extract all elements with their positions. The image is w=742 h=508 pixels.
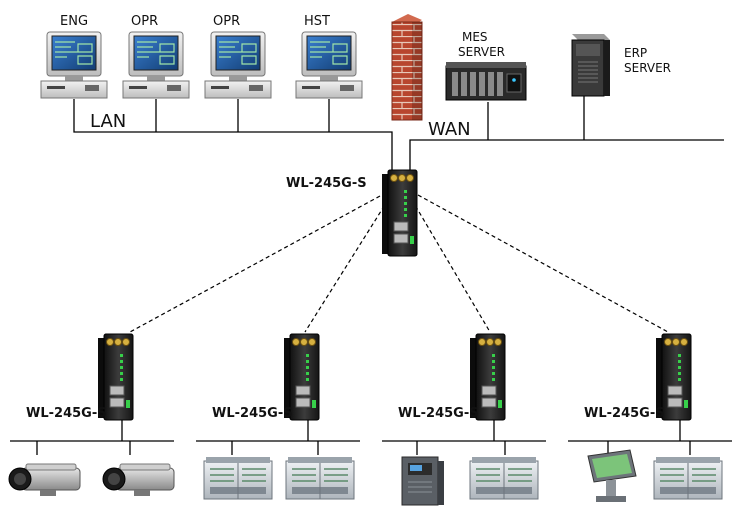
ip-camera-1-icon bbox=[8, 463, 81, 497]
mes-server-icon bbox=[445, 62, 527, 101]
gateway-radio-icon bbox=[381, 169, 418, 257]
wan-bus bbox=[409, 96, 724, 180]
erp-server-icon bbox=[571, 34, 610, 97]
gateway-label: WL-245G-S bbox=[286, 176, 367, 191]
workstation-opr2-label: OPR bbox=[213, 14, 241, 29]
mes-server-label-line2: SERVER bbox=[458, 45, 506, 59]
mes-server-label-line1: MES bbox=[462, 30, 488, 44]
lan-bus bbox=[73, 99, 393, 180]
drive-icon bbox=[401, 456, 444, 506]
erp-server-label-line2: SERVER bbox=[624, 61, 672, 75]
workstation-opr2-icon bbox=[204, 31, 272, 99]
firewall-icon bbox=[391, 14, 423, 121]
erp-server-label-line1: ERP bbox=[624, 46, 648, 60]
ip-camera-2-icon bbox=[102, 463, 175, 497]
workstation-opr1-label: OPR bbox=[131, 14, 159, 29]
workstation-hst-icon bbox=[295, 31, 363, 99]
workstation-eng-icon bbox=[40, 31, 108, 99]
node3-label: WL-245G-S bbox=[398, 406, 479, 421]
field-buses bbox=[10, 420, 732, 455]
hmi-panel-icon bbox=[587, 449, 637, 502]
workstation-hst-label: HST bbox=[304, 14, 330, 29]
lan-label: LAN bbox=[90, 111, 127, 132]
plc-1-icon bbox=[203, 456, 273, 500]
wan-label: WAN bbox=[428, 119, 471, 140]
plc-2-icon bbox=[285, 456, 355, 500]
node2-label: WL-245G-S bbox=[212, 406, 293, 421]
plc-4-icon bbox=[653, 456, 723, 500]
node4-label: WL-245G-S bbox=[584, 406, 665, 421]
workstation-eng-label: ENG bbox=[60, 14, 89, 29]
plc-3-icon bbox=[469, 456, 539, 500]
wireless-links bbox=[129, 194, 669, 333]
node1-label: WL-245G-S bbox=[26, 406, 107, 421]
workstation-opr1-icon bbox=[122, 31, 190, 99]
